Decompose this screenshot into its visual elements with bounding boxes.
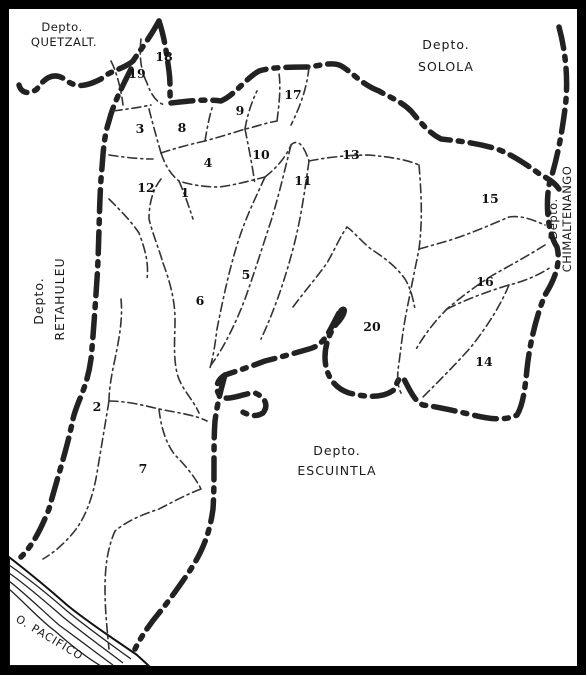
dept-escuintla-prefix: Depto.	[313, 443, 361, 458]
dept-quetzaltenango-name: QUETZALT.	[31, 35, 97, 49]
department-labels: Depto. QUETZALT. Depto. SOLOLA Depto. RE…	[31, 20, 574, 478]
dept-chimaltenango-prefix: Depto.	[546, 198, 560, 239]
municipality-number: 20	[363, 319, 381, 334]
dept-retalhuleu-name: RETAHULEU	[52, 257, 67, 340]
municipality-number: 18	[155, 49, 173, 64]
department-boundaries	[16, 18, 570, 652]
municipality-number: 8	[178, 120, 187, 135]
municipality-number: 13	[342, 147, 359, 162]
municipality-labels: 1 2 3 4 5 6 7 8 9 10 11 12 13 14 15 16 1…	[93, 49, 499, 476]
municipality-number: 4	[204, 155, 213, 170]
municipality-number: 10	[252, 147, 270, 162]
dept-solola-name: SOLOLA	[418, 59, 474, 74]
municipality-number: 16	[476, 274, 494, 289]
municipality-number: 2	[93, 399, 102, 414]
municipality-number: 9	[236, 103, 245, 118]
municipality-number: 5	[242, 267, 251, 282]
municipality-number: 3	[136, 121, 145, 136]
department-map: 1 2 3 4 5 6 7 8 9 10 11 12 13 14 15 16 1…	[9, 18, 574, 666]
municipal-boundaries	[42, 38, 552, 650]
municipality-number: 6	[196, 293, 205, 308]
dept-escuintla-name: ESCUINTLA	[297, 463, 376, 478]
coastline	[9, 555, 151, 666]
dept-solola-prefix: Depto.	[422, 37, 470, 52]
municipality-number: 11	[294, 173, 311, 188]
dept-quetzaltenango-prefix: Depto.	[41, 20, 82, 34]
municipality-number: 7	[139, 461, 148, 476]
municipality-number: 12	[137, 180, 154, 195]
municipality-number: 19	[128, 66, 145, 81]
municipality-number: 1	[181, 185, 190, 200]
municipality-number: 17	[284, 87, 301, 102]
dept-retalhuleu-prefix: Depto.	[31, 277, 46, 325]
municipality-number: 14	[475, 354, 493, 369]
dept-chimaltenango-name: CHIMALTENANGO	[560, 166, 574, 273]
municipality-number: 15	[481, 191, 498, 206]
